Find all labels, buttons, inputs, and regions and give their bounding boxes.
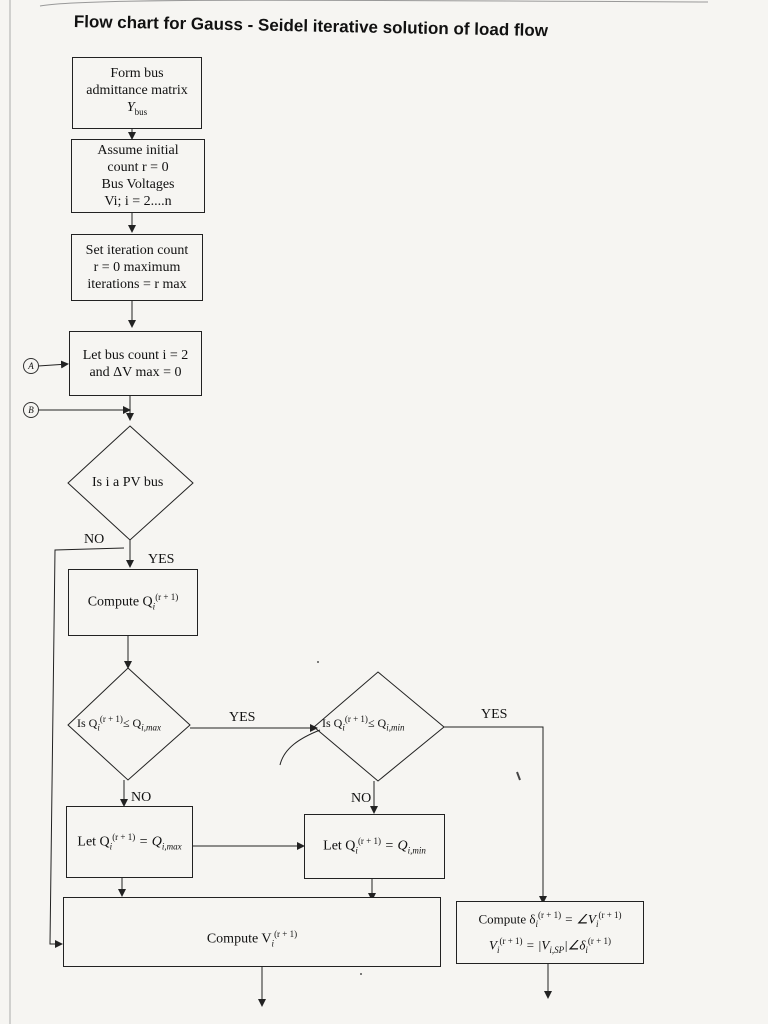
form-ybus-line2: admittance matrix — [86, 83, 188, 99]
let-q-max-text: Let Qi(r + 1) = Qi,max — [77, 831, 182, 852]
let-bus-count-box: Let bus count i = 2 and ΔV max = 0 — [69, 331, 202, 396]
compute-delta-line1: Compute δi(r + 1) = ∠Vi(r + 1) — [478, 909, 622, 929]
no-label-pv: NO — [84, 532, 105, 547]
connector-a: A — [23, 358, 39, 374]
assume-initial-line2: count r = 0 — [107, 160, 169, 175]
compute-delta-line2: Vi(r + 1) = |Vi,SP|∠δi(r + 1) — [489, 935, 611, 955]
set-iteration-line3: iterations = r max — [87, 277, 187, 292]
check-qmax-text: Is Qi(r + 1)≤ Qi,max — [77, 714, 161, 733]
yes-label-qmax: YES — [229, 710, 256, 725]
connector-b: B — [23, 402, 39, 418]
assume-initial-box: Assume initial count r = 0 Bus Voltages … — [71, 139, 205, 213]
no-label-qmin: NO — [351, 791, 372, 806]
assume-initial-line1: Assume initial — [97, 143, 179, 158]
let-q-min-text: Let Qi(r + 1) = Qi,min — [323, 836, 426, 856]
let-bus-count-line1: Let bus count i = 2 — [82, 347, 189, 363]
is-pv-bus-text: Is i a PV bus — [92, 475, 164, 490]
yes-label-qmin: YES — [481, 707, 508, 722]
let-bus-count-line2: and ΔV max = 0 — [89, 364, 182, 380]
yes-label-pv: YES — [148, 552, 175, 567]
no-label-qmax: NO — [131, 790, 152, 805]
compute-delta-box: Compute δi(r + 1) = ∠Vi(r + 1) Vi(r + 1)… — [456, 901, 644, 964]
set-iteration-box: Set iteration count r = 0 maximum iterat… — [71, 234, 203, 301]
let-q-min-box: Let Qi(r + 1) = Qi,min — [304, 814, 445, 879]
set-iteration-line2: r = 0 maximum — [93, 260, 181, 275]
form-ybus-box: Form bus admittance matrix Ybus — [72, 57, 202, 129]
compute-q-box: Compute Qi(r + 1) — [68, 569, 198, 636]
compute-v-box: Compute Vi(r + 1) — [63, 897, 441, 967]
assume-initial-line3: Bus Voltages — [101, 177, 175, 192]
form-ybus-symbol: Ybus — [126, 100, 148, 117]
check-qmin-text: Is Qi(r + 1)≤ Qi,min — [322, 714, 405, 733]
assume-initial-line4: Vi; i = 2....n — [104, 194, 172, 209]
compute-v-text: Compute Vi(r + 1) — [206, 928, 298, 949]
let-q-max-box: Let Qi(r + 1) = Qi,max — [66, 806, 193, 878]
compute-q-text: Compute Qi(r + 1) — [87, 592, 179, 612]
form-ybus-line1: Form bus — [110, 66, 164, 82]
set-iteration-line1: Set iteration count — [85, 243, 189, 258]
